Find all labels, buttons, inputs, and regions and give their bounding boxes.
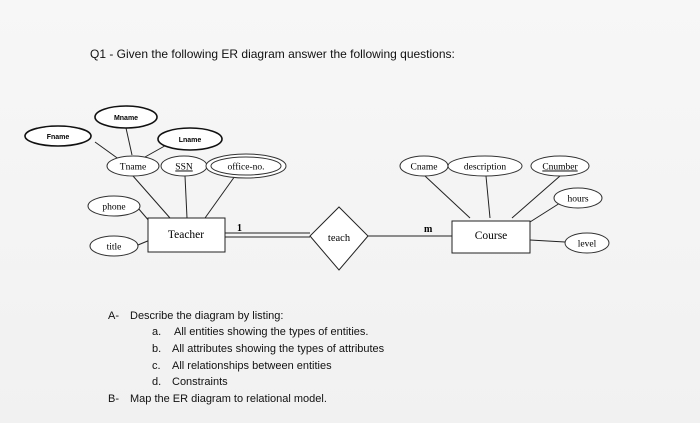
task-b-marker: B- — [108, 393, 119, 405]
attr-tname: Tname — [120, 163, 146, 173]
attr-level-shape — [564, 232, 610, 254]
entity-course: Course — [475, 230, 508, 242]
task-item-a-text: All entities showing the types of entiti… — [174, 326, 369, 338]
attr-cnumber-shape — [530, 155, 590, 177]
link-mname-tname — [125, 127, 133, 156]
attr-lname: Lname — [179, 137, 202, 144]
task-item-b-text: All attributes showing the types of attr… — [172, 343, 385, 355]
link-fname-tname — [94, 141, 121, 161]
relationship-teach: teach — [328, 233, 351, 244]
task-item-c-text: All relationships between entities — [172, 360, 332, 372]
attr-fname-shape — [24, 125, 92, 147]
attr-tname-shape — [106, 155, 160, 177]
task-a-marker: A- — [108, 310, 119, 322]
task-item-b-marker: b. — [152, 343, 162, 355]
task-a-text: Describe the diagram by listing: — [130, 310, 284, 322]
question-title: Q1 - Given the following ER diagram answ… — [90, 47, 455, 61]
attr-hours: hours — [567, 195, 588, 205]
task-b-text: Map the ER diagram to relational model. — [130, 393, 327, 405]
link-ssn-teacher — [184, 175, 188, 219]
link-cname-course — [424, 175, 471, 219]
entity-teacher-shape — [147, 217, 226, 253]
task-item-d-marker: d. — [152, 376, 162, 388]
cardinality-course: m — [424, 224, 433, 235]
task-item-a-marker: a. — [152, 326, 162, 338]
attr-office-no: office-no. — [227, 162, 264, 173]
attr-title: title — [107, 243, 122, 253]
relationship-teach-shape — [309, 206, 369, 271]
link-office-teacher — [204, 175, 236, 219]
attr-title-shape — [89, 235, 139, 257]
link-hours-course — [529, 202, 561, 223]
attr-phone-shape — [87, 195, 141, 217]
attr-hours-shape — [553, 187, 603, 209]
link-description-course — [485, 175, 491, 219]
attr-lname-shape — [157, 127, 223, 151]
link-cnumber-course — [511, 175, 561, 219]
attr-mname: Mname — [114, 115, 138, 122]
cardinality-teacher: 1 — [237, 223, 242, 234]
attr-phone: phone — [102, 203, 125, 213]
entity-teacher: Teacher — [168, 229, 204, 241]
attr-cnumber: Cnumber — [542, 163, 578, 173]
attr-mname-shape — [94, 105, 158, 129]
entity-course-shape — [451, 220, 531, 254]
attr-ssn: SSN — [175, 163, 193, 173]
attr-level: level — [578, 240, 597, 250]
task-item-d-text: Constraints — [172, 376, 228, 388]
connector-lines — [94, 127, 566, 246]
attr-description-shape — [447, 155, 523, 177]
attr-description: description — [464, 163, 506, 173]
attr-fname: Fname — [47, 134, 70, 141]
link-tname-teacher — [132, 175, 171, 219]
attr-cname: Cname — [411, 163, 438, 173]
link-level-course — [529, 239, 566, 243]
attr-office-no-inner — [210, 156, 282, 176]
task-item-c-marker: c. — [152, 360, 161, 372]
